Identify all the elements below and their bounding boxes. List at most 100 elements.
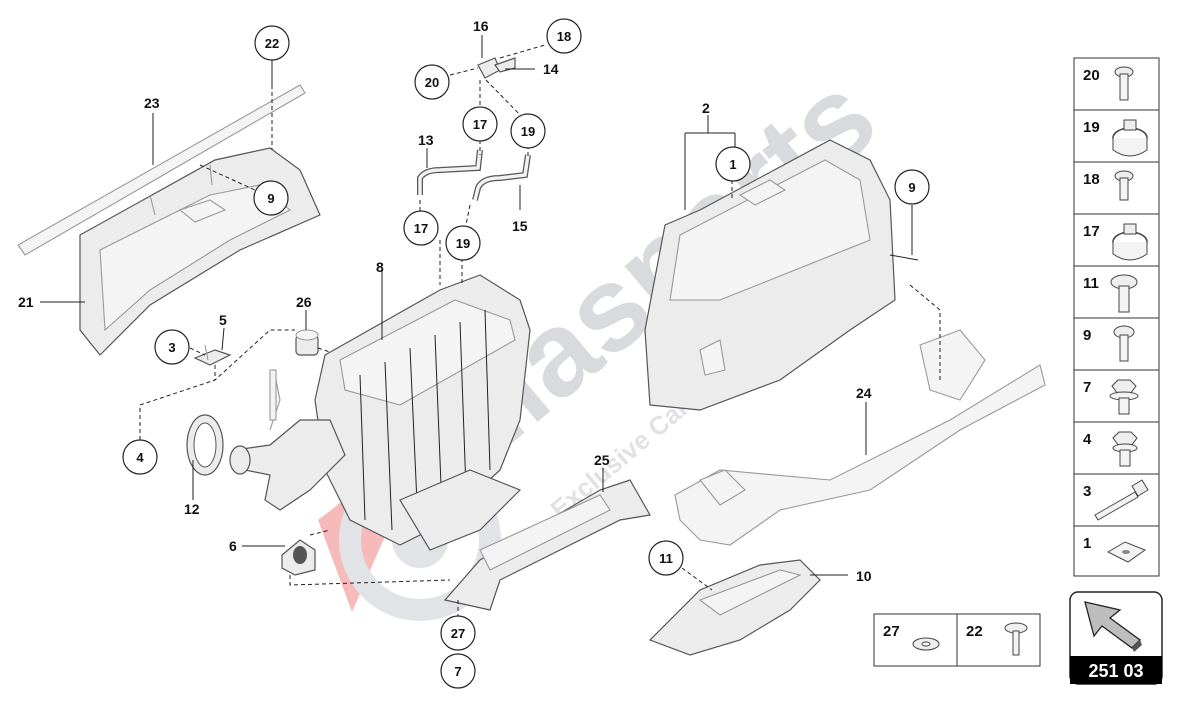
svg-text:3: 3 (1083, 483, 1091, 500)
callout-27[interactable]: 27 (440, 615, 476, 651)
page-code: 251 03 (1088, 661, 1143, 681)
svg-text:17: 17 (473, 117, 487, 132)
label-8: 8 (376, 259, 384, 275)
svg-text:20: 20 (1083, 67, 1100, 84)
svg-text:27: 27 (883, 623, 900, 640)
label-6: 6 (229, 538, 237, 554)
label-2: 2 (702, 100, 710, 116)
svg-text:9: 9 (1083, 327, 1091, 344)
legend-item-27[interactable]: 27 (883, 623, 940, 651)
svg-text:19: 19 (521, 124, 535, 139)
label-14: 14 (543, 61, 559, 77)
callout-3[interactable]: 3 (154, 329, 190, 365)
label-10: 10 (856, 568, 872, 584)
svg-text:11: 11 (1083, 275, 1099, 292)
callout-17-top[interactable]: 17 (462, 106, 498, 142)
rubber-mount-26 (295, 329, 319, 356)
skid-plate-10 (648, 559, 821, 656)
svg-text:18: 18 (557, 29, 571, 44)
label-23: 23 (144, 95, 160, 111)
svg-text:3: 3 (168, 340, 175, 355)
label-26: 26 (296, 294, 312, 310)
screw-icon (1004, 622, 1028, 656)
callouts: 1 3 4 7 9 9 11 17 17 18 19 19 20 22 27 (122, 18, 930, 689)
arrow-icon (1084, 601, 1142, 652)
legend-item-18[interactable]: 18 (1083, 170, 1134, 201)
muffler-ribs (359, 309, 491, 531)
svg-text:17: 17 (414, 221, 428, 236)
legend-column: 20 19 18 17 (1073, 57, 1160, 577)
page-code-bar (1070, 656, 1162, 684)
svg-text:22: 22 (265, 36, 279, 51)
hose-clamp-icon (1112, 119, 1148, 157)
exhaust-inlet-pipe (186, 369, 346, 511)
bracket-5 (193, 344, 232, 366)
callout-20[interactable]: 20 (414, 64, 450, 100)
screw-icon (1114, 66, 1134, 101)
svg-text:18: 18 (1083, 171, 1100, 188)
navigation-box[interactable]: 251 03 (1069, 591, 1163, 685)
callout-4[interactable]: 4 (122, 439, 158, 475)
label-25: 25 (594, 452, 610, 468)
callout-17-bottom[interactable]: 17 (403, 210, 439, 246)
label-21: 21 (18, 294, 34, 310)
legend-item-11[interactable]: 11 (1083, 274, 1138, 313)
long-bolt-icon (1094, 479, 1149, 521)
floor-tunnel-24 (674, 329, 1046, 546)
svg-text:4: 4 (136, 450, 144, 465)
callout-9-right[interactable]: 9 (894, 169, 930, 205)
support-bracket-25 (443, 479, 651, 611)
svg-text:22: 22 (966, 623, 983, 640)
svg-text:11: 11 (659, 551, 673, 566)
legend-item-20[interactable]: 20 (1083, 66, 1134, 101)
svg-text:7: 7 (1083, 379, 1091, 396)
legend-item-4[interactable]: 4 (1083, 431, 1138, 467)
svg-text:1: 1 (729, 157, 736, 172)
callout-1[interactable]: 1 (715, 146, 751, 182)
legend-item-9[interactable]: 9 (1083, 325, 1135, 362)
callout-11[interactable]: 11 (648, 540, 684, 576)
callout-19-top[interactable]: 19 (510, 113, 546, 149)
hex-bolt-icon (1112, 431, 1138, 467)
callout-7[interactable]: 7 (440, 653, 476, 689)
label-16: 16 (473, 18, 489, 34)
svg-text:17: 17 (1083, 223, 1100, 240)
legend-item-17[interactable]: 17 (1083, 223, 1148, 261)
svg-text:19: 19 (456, 236, 470, 251)
legend-item-7[interactable]: 7 (1083, 379, 1139, 415)
hose-clamp-icon (1112, 223, 1148, 261)
screw-icon (1113, 325, 1135, 362)
svg-text:20: 20 (425, 75, 439, 90)
muffler (314, 274, 531, 551)
svg-text:1: 1 (1083, 535, 1091, 552)
bracket-14-16 (477, 57, 516, 79)
label-24: 24 (856, 385, 872, 401)
callout-22[interactable]: 22 (254, 25, 290, 61)
left-heat-shield (17, 84, 321, 356)
callout-18[interactable]: 18 (546, 18, 582, 54)
part-labels: 2 5 6 8 10 12 13 14 15 16 21 23 24 25 26 (18, 18, 872, 584)
right-heat-shield (644, 139, 896, 411)
screw-icon (1110, 274, 1138, 313)
callout-9-left[interactable]: 9 (253, 180, 289, 216)
legend-item-1[interactable]: 1 (1083, 535, 1147, 563)
mount-6 (281, 539, 316, 576)
svg-text:7: 7 (454, 664, 461, 679)
legend-item-19[interactable]: 19 (1083, 119, 1148, 157)
washer-icon (912, 637, 940, 651)
svg-text:9: 9 (908, 180, 915, 195)
svg-text:19: 19 (1083, 119, 1100, 136)
label-5: 5 (219, 312, 227, 328)
legend-item-22[interactable]: 22 (966, 622, 1028, 656)
svg-text:27: 27 (451, 626, 465, 641)
hose-13 (417, 149, 483, 195)
label-15: 15 (512, 218, 528, 234)
hex-bolt-icon (1109, 379, 1139, 415)
screw-icon (1114, 170, 1134, 201)
bottom-legend: 27 22 (873, 613, 1041, 667)
legend-item-3[interactable]: 3 (1083, 479, 1149, 521)
callout-19-bottom[interactable]: 19 (445, 225, 481, 261)
label-13: 13 (418, 132, 434, 148)
